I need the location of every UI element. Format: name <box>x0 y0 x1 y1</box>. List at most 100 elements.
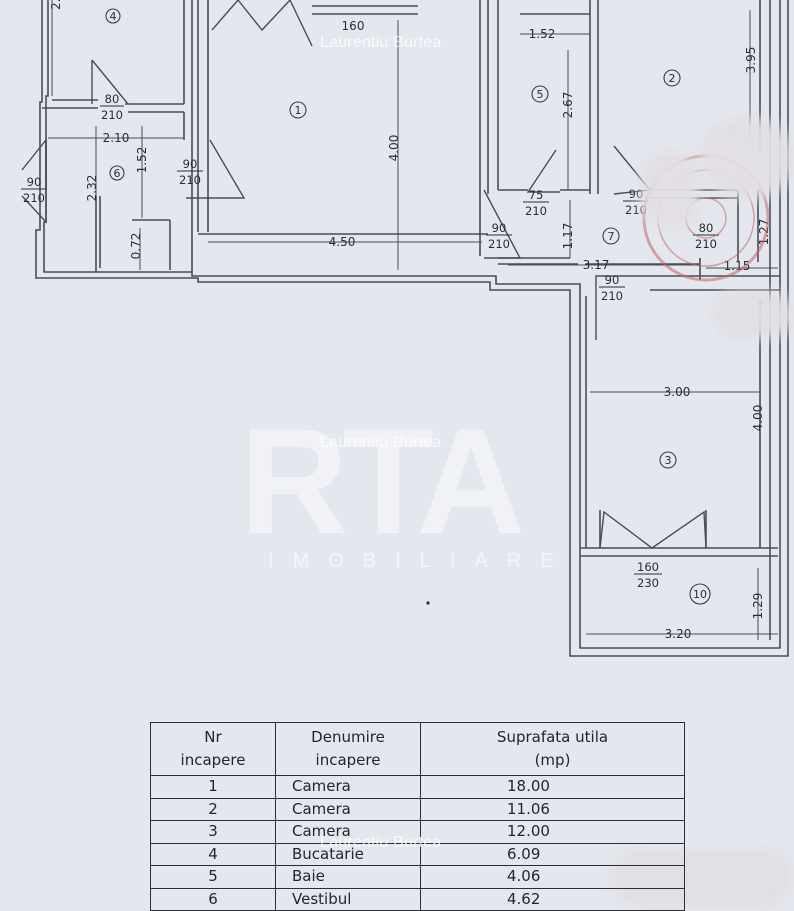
svg-text:90: 90 <box>605 273 620 287</box>
svg-text:75: 75 <box>529 188 544 202</box>
dimension-label: 2.67 <box>561 92 575 119</box>
cell-area: 18.00 <box>420 775 685 799</box>
room-marker-10 <box>689 583 711 605</box>
room-numbers: 4 1 5 2 6 7 3 10 <box>110 10 708 601</box>
cell-area: 12.00 <box>420 820 685 844</box>
dimension-label: 2.10 <box>103 131 130 145</box>
room-marker-7 <box>602 227 620 245</box>
room-number: 3 <box>665 454 672 467</box>
cell-name: Vestibul <box>275 887 421 911</box>
room-marker-3 <box>659 451 677 469</box>
cell-nr: 1 <box>150 775 276 799</box>
room-number: 7 <box>608 230 615 243</box>
svg-text:90: 90 <box>27 175 42 189</box>
dimension-label: 4.00 <box>751 405 765 432</box>
room-markers <box>105 8 711 605</box>
svg-text:210: 210 <box>23 191 45 205</box>
redaction-blur <box>700 118 794 198</box>
floor-plan-drawing: 4 1 5 2 6 7 3 10 2.5 160 1.52 3.95 2.67 … <box>21 0 789 657</box>
dimension-label: 1.15 <box>724 259 751 273</box>
watermark-logo-subtitle: IMOBILIARE <box>268 550 573 572</box>
door-label: 90 210 <box>599 273 625 303</box>
door-label: 90 210 <box>21 175 47 205</box>
table-row: 6 Vestibul 4.62 <box>150 887 685 911</box>
cell-nr: 3 <box>150 820 276 844</box>
cell-name: Camera <box>275 775 421 799</box>
redaction-blur <box>712 292 794 338</box>
dimension-label: 3.20 <box>665 627 692 641</box>
table-row: 1 Camera 18.00 <box>150 775 685 799</box>
header-nr: Nr incapere <box>180 728 246 769</box>
dimension-label: 160 <box>342 19 365 33</box>
dimension-label: 4.00 <box>387 135 401 162</box>
table-row: 5 Baie 4.06 <box>150 865 685 889</box>
dimension-label: 3.17 <box>583 258 610 272</box>
svg-text:80: 80 <box>105 92 120 106</box>
dimension-label: 3.95 <box>744 47 758 74</box>
room-marker-5 <box>531 85 549 103</box>
door-label: 75 210 <box>523 188 549 218</box>
dimension-label: 0.72 <box>129 233 143 260</box>
room-number: 1 <box>295 104 302 117</box>
cell-nr: 6 <box>150 887 276 911</box>
room-number: 6 <box>114 167 121 180</box>
cell-name: Bucatarie <box>275 842 421 866</box>
cell-area: 4.06 <box>420 865 685 889</box>
stray-mark <box>426 601 430 605</box>
dimension-label: 4.50 <box>329 235 356 249</box>
door-label: 90 210 <box>177 157 203 187</box>
door-labels: 80 210 90 210 90 210 90 210 75 <box>21 92 719 590</box>
cell-area: 4.62 <box>420 887 685 911</box>
cell-nr: 4 <box>150 842 276 866</box>
svg-text:90: 90 <box>183 157 198 171</box>
plan-walls <box>35 0 789 657</box>
watermark-text: Laurentiu Burtea <box>320 834 442 851</box>
watermark-logo: RTA <box>240 397 525 565</box>
svg-text:210: 210 <box>601 289 623 303</box>
svg-text:90: 90 <box>492 221 507 235</box>
door-label: 90 210 <box>486 221 512 251</box>
room-area-table: Nr incapere Denumire incapere Suprafata … <box>150 722 685 911</box>
svg-text:210: 210 <box>488 237 510 251</box>
dimension-label: 1.17 <box>561 223 575 250</box>
svg-text:210: 210 <box>525 204 547 218</box>
cell-area: 11.06 <box>420 797 685 821</box>
room-marker-2 <box>663 69 681 87</box>
dimension-label: 2.32 <box>85 175 99 202</box>
redaction-blur <box>640 150 700 230</box>
column-header: Suprafata utila (mp) <box>420 722 685 776</box>
watermark-text: Laurentiu Burtea <box>320 434 442 451</box>
room-number: 4 <box>110 10 117 23</box>
column-header: Denumire incapere <box>275 722 421 776</box>
door-label: 160 230 <box>634 560 662 590</box>
dimension-label: 1.29 <box>751 593 765 620</box>
column-header: Nr incapere <box>150 722 276 776</box>
table-header-row: Nr incapere Denumire incapere Suprafata … <box>150 722 685 776</box>
svg-text:90: 90 <box>629 187 644 201</box>
room-marker-4 <box>105 8 121 24</box>
watermark-text: Laurentiu Burtea <box>320 34 442 51</box>
cell-name: Camera <box>275 797 421 821</box>
dimension-lines <box>48 0 778 640</box>
dimension-label: 1.52 <box>529 27 556 41</box>
svg-text:210: 210 <box>695 237 717 251</box>
table-row: 2 Camera 11.06 <box>150 797 685 821</box>
dimension-label: 2.5 <box>49 0 63 10</box>
svg-text:160: 160 <box>637 560 659 574</box>
room-marker-1 <box>289 101 307 119</box>
door-label: 80 210 <box>100 92 124 122</box>
svg-text:80: 80 <box>699 221 714 235</box>
table-row: 3 Camera 12.00 <box>150 820 685 844</box>
room-number: 10 <box>693 588 707 601</box>
room-marker-6 <box>109 165 125 181</box>
svg-text:210: 210 <box>179 173 201 187</box>
header-area: Suprafata utila (mp) <box>496 728 609 769</box>
cell-name: Baie <box>275 865 421 889</box>
cell-nr: 5 <box>150 865 276 889</box>
header-name: Denumire incapere <box>311 728 385 769</box>
room-number: 2 <box>669 72 676 85</box>
cell-nr: 2 <box>150 797 276 821</box>
dimension-labels: 2.5 160 1.52 3.95 2.67 4.00 2.10 1.52 2.… <box>49 0 771 641</box>
dimension-label: 1.52 <box>135 147 149 174</box>
